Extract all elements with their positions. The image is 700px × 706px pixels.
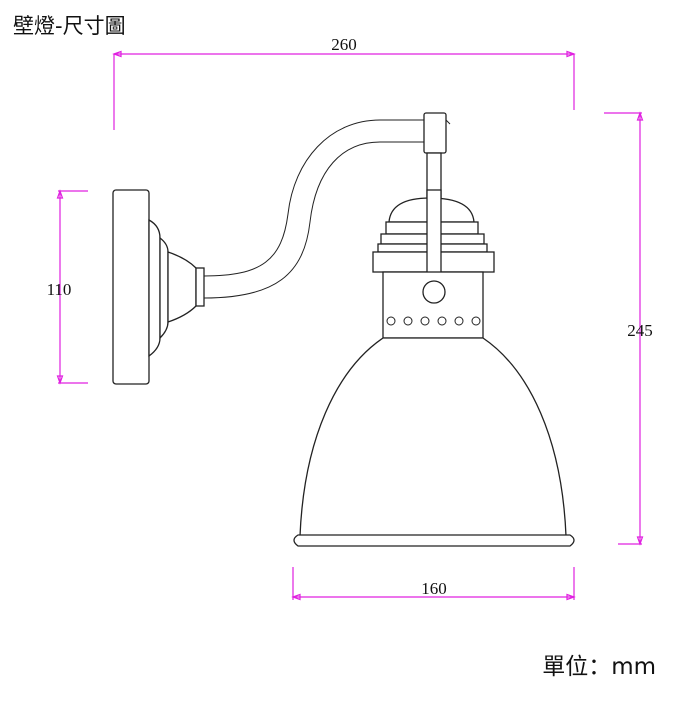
arm-fitting (423, 112, 447, 154)
pivot-knob (422, 280, 446, 304)
mount-base (148, 218, 161, 358)
vent-holes (386, 316, 481, 326)
shade (299, 337, 567, 537)
shade-diameter-dimension: 160 (291, 567, 576, 601)
backplate (112, 189, 150, 385)
arm (203, 119, 424, 277)
width-dimension: 260 (112, 35, 576, 130)
backplate-height-label: 110 (47, 280, 72, 299)
units-note: 單位：mm (542, 654, 656, 680)
overall-height-label: 245 (627, 321, 653, 340)
backplate-height-dimension: 110 (47, 189, 88, 385)
shade-rim (293, 534, 575, 547)
shade-diameter-label: 160 (421, 579, 447, 598)
page-title: 壁燈-尺寸圖 (13, 14, 126, 38)
wall-lamp-outline (112, 112, 575, 547)
width-label: 260 (331, 35, 357, 54)
overall-height-dimension: 245 (604, 111, 653, 546)
